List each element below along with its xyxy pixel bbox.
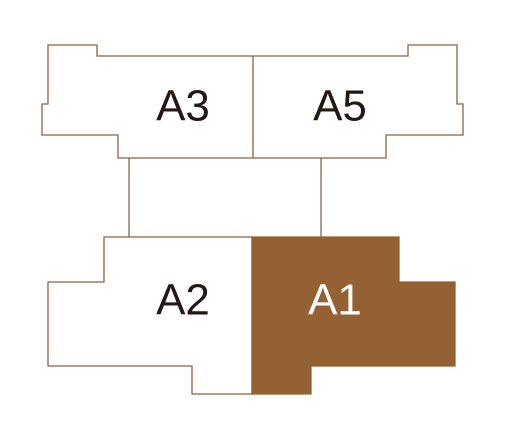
unit-label-a2: A2 xyxy=(156,276,210,325)
unit-label-a5: A5 xyxy=(313,82,367,131)
unit-label-a3: A3 xyxy=(156,82,210,131)
unit-a2-shape[interactable] xyxy=(47,236,253,395)
unit-label-a1: A1 xyxy=(308,276,362,325)
upper-building-outline xyxy=(41,44,464,159)
unit-a1-shape[interactable] xyxy=(251,236,456,395)
